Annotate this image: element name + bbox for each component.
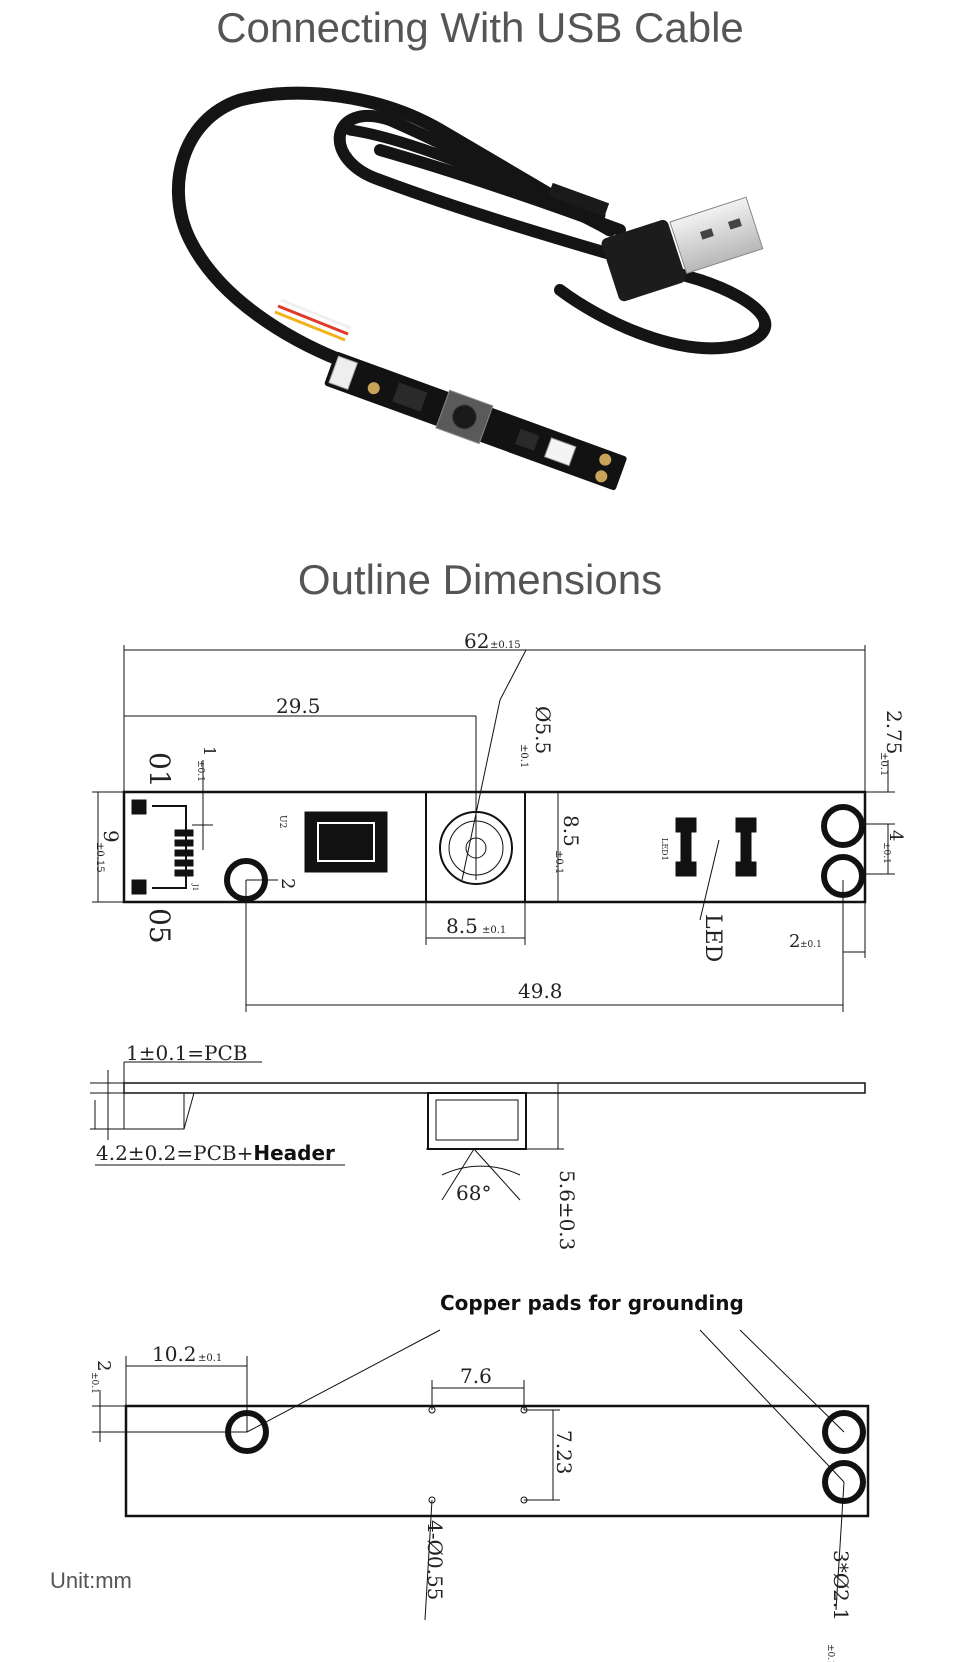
edge-offset-label: 2.75: [882, 710, 906, 755]
fov-label: 68°: [456, 1181, 491, 1205]
lens-diameter-label: Ø5.5: [531, 706, 555, 754]
hole-distance-label: 49.8: [518, 979, 563, 1003]
bottom-top-offset-label: 2: [93, 1360, 114, 1371]
pad-offset-tolerance: ±0.1: [198, 1353, 222, 1364]
hole-edge-label: 2: [277, 878, 298, 889]
pin-end-label: 05: [143, 908, 176, 944]
led-label: LED: [700, 914, 725, 962]
hole-x-spacing-label: 7.6: [460, 1364, 492, 1388]
small-holes-label: 4-Ø0.55: [423, 1520, 447, 1600]
copper-pads-dimension-label: 3*Ø2.1: [829, 1550, 853, 1621]
outline-dimensions-title: Outline Dimensions: [297, 556, 663, 603]
camera-board: [324, 351, 627, 491]
pcb-thickness-label: 1±0.1=PCB: [126, 1041, 248, 1065]
u2-label: U2: [277, 815, 287, 828]
total-height-label: 4.2±0.2=PCB+Header: [96, 1141, 335, 1165]
overall-length-tolerance: ±0.15: [490, 640, 521, 651]
hole-y-spacing-label: 7.23: [552, 1430, 576, 1475]
right-edge-tolerance: ±0.1: [800, 940, 822, 950]
hole-spacing-label: 4: [885, 830, 906, 841]
lens-offset-label: 29.5: [276, 694, 321, 718]
module-width-label: 8.5: [446, 914, 478, 938]
product-photo: [171, 86, 772, 491]
module-height-label: 8.5: [559, 815, 583, 847]
lens-diameter-tolerance: ±0.1: [518, 744, 529, 768]
hole-spacing-tolerance: ±0.1: [881, 842, 891, 864]
pad-offset-label: 10.2: [152, 1342, 197, 1366]
board-width-label: 9: [99, 830, 123, 843]
edge-offset-tolerance: ±0.1: [878, 752, 889, 776]
j1-label: J1: [191, 883, 199, 891]
module-height-tolerance: ±0.1: [553, 850, 564, 874]
overall-length-label: 62: [464, 629, 489, 653]
header-offset-label: 1: [200, 746, 219, 756]
total-height-suffix: Header: [253, 1141, 335, 1165]
total-height-prefix: 4.2±0.2=PCB+: [96, 1141, 253, 1165]
usb-plug: [548, 182, 764, 302]
usb-cable-title: Connecting With USB Cable: [216, 4, 744, 51]
unit-label: Unit:mm: [50, 1568, 132, 1593]
usb-cable: [171, 86, 772, 367]
pin-start-label: 01: [143, 752, 176, 788]
copper-pads-note: Copper pads for grounding: [440, 1291, 744, 1315]
bottom-top-offset-tolerance: ±0.1: [89, 1372, 99, 1394]
copper-pads-tolerance: ±0.1: [825, 1644, 835, 1662]
board-outline-top: [122, 790, 867, 904]
right-edge-label: 2: [789, 931, 800, 952]
module-width-tolerance: ±0.1: [482, 925, 506, 936]
header-offset-tolerance: ±0.1: [195, 760, 205, 782]
board-width-tolerance: ±0.15: [94, 842, 105, 873]
led1-label: LED1: [660, 838, 669, 861]
wire-leads: [274, 298, 352, 342]
lens-height-label: 5.6±0.3: [555, 1170, 579, 1250]
